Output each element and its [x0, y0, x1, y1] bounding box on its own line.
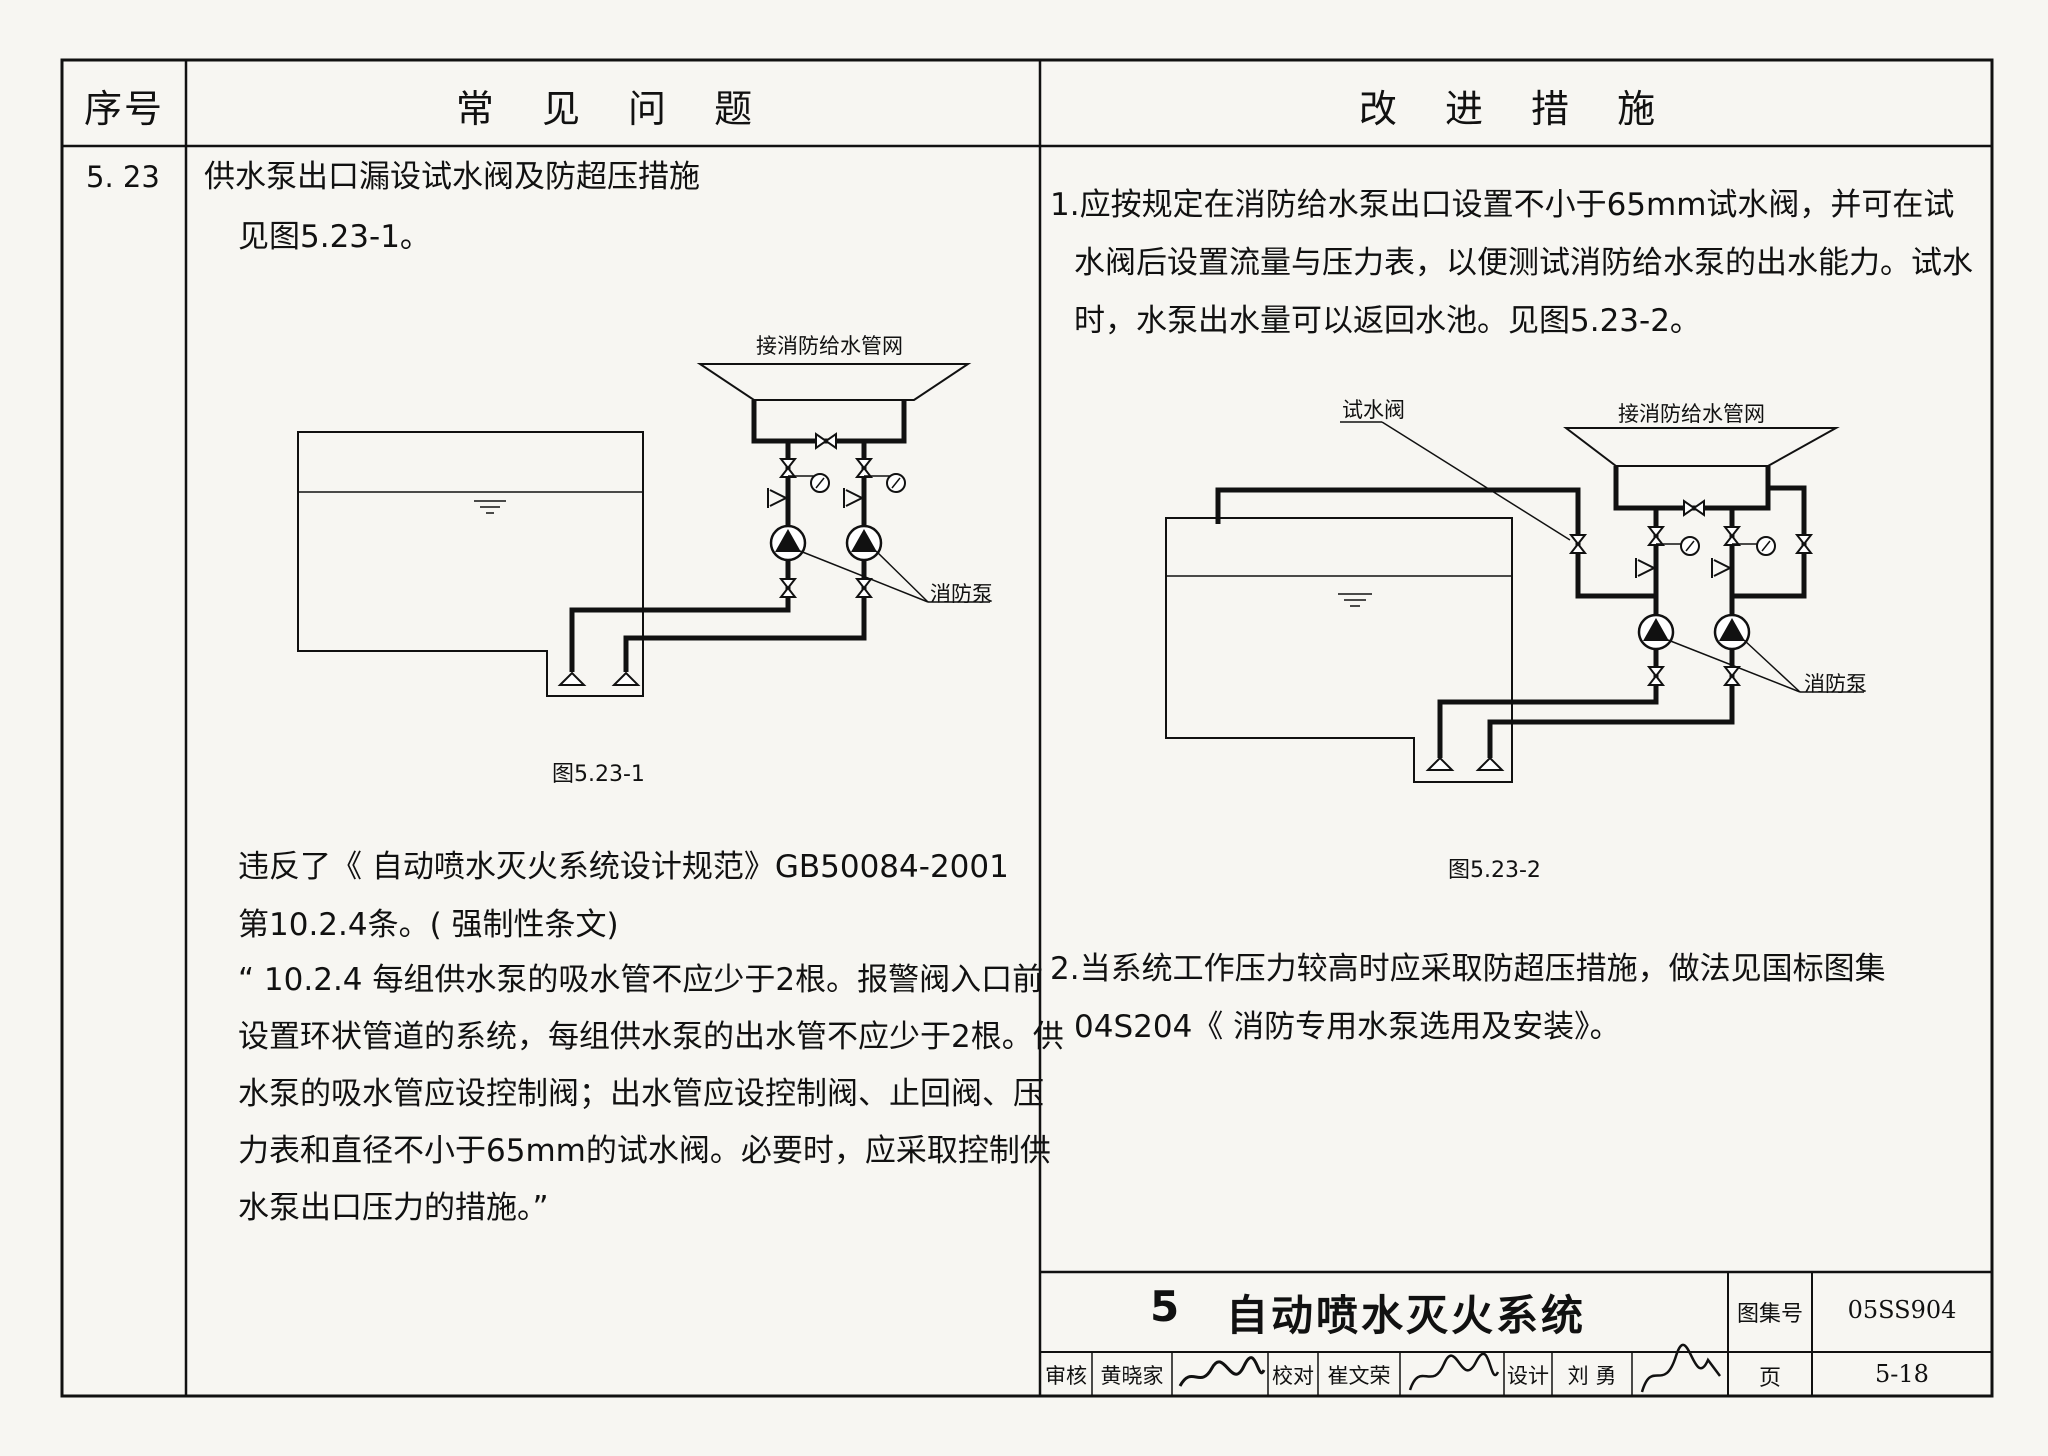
improve-2-text: 2.当系统工作压力较高时应采取防超压措施，做法见国标图集 04S204《 消防专…	[1050, 940, 1886, 1056]
fig1-caption: 图5.23-1	[552, 762, 645, 787]
improve-1-line: 1.应按规定在消防给水泵出口设置不小于65mm试水阀，并可在试	[1050, 187, 1955, 223]
review-label: 审核	[1045, 1364, 1087, 1388]
fig2-network-label: 接消防给水管网	[1618, 402, 1765, 426]
improve-1-line: 时，水泵出水量可以返回水池。见图5.23-2。	[1074, 303, 1701, 339]
quote-line: 力表和直径不小于65mm的试水阀。必要时，应采取控制供	[238, 1133, 1051, 1169]
check-name: 崔文荣	[1327, 1364, 1391, 1388]
atlas-no: 05SS904	[1847, 1296, 1957, 1324]
fig2-test-valve-label: 试水阀	[1342, 398, 1405, 422]
improve-2-line: 04S204《 消防专用水泵选用及安装》。	[1074, 1009, 1621, 1045]
header-improve: 改 进 措 施	[1358, 87, 1674, 131]
violation-line: 第10.2.4条。( 强制性条文)	[238, 907, 619, 943]
design-name: 刘 勇	[1567, 1364, 1617, 1388]
check-label: 校对	[1272, 1364, 1314, 1388]
design-label: 设计	[1507, 1364, 1549, 1388]
violation-text: 违反了《 自动喷水灭火系统设计规范》GB50084-2001 第10.2.4条。…	[238, 838, 1009, 954]
fig1-pump-label: 消防泵	[930, 582, 993, 606]
quote-text: “ 10.2.4 每组供水泵的吸水管不应少于2根。报警阀入口前 设置环状管道的系…	[238, 952, 1064, 1237]
problem-figure-ref: 见图5.23-1。	[238, 219, 431, 255]
improve-1-line: 水阀后设置流量与压力表，以便测试消防给水泵的出水能力。试水	[1074, 245, 1973, 281]
review-name: 黄晓家	[1100, 1364, 1164, 1388]
header-problem: 常 见 问 题	[455, 87, 771, 131]
quote-line: 水泵的吸水管应设控制阀；出水管应设控制阀、止回阀、压	[238, 1076, 1044, 1112]
fig2-pump-label: 消防泵	[1804, 672, 1867, 696]
fig2-caption: 图5.23-2	[1448, 858, 1541, 883]
quote-line: “ 10.2.4 每组供水泵的吸水管不应少于2根。报警阀入口前	[238, 962, 1044, 998]
page-label: 页	[1758, 1366, 1781, 1391]
improve-2-line: 2.当系统工作压力较高时应采取防超压措施，做法见国标图集	[1050, 951, 1886, 987]
improve-1-text: 1.应按规定在消防给水泵出口设置不小于65mm试水阀，并可在试 水阀后设置流量与…	[1050, 176, 1973, 350]
atlas-no-label: 图集号	[1736, 1302, 1803, 1327]
row-number: 5. 23	[86, 160, 160, 194]
chapter-number: 5	[1150, 1282, 1180, 1331]
page-number: 5-18	[1875, 1360, 1929, 1388]
header-no: 序号	[83, 87, 164, 131]
problem-title: 供水泵出口漏设试水阀及防超压措施	[204, 159, 700, 195]
chapter-title: 自动喷水灭火系统	[1226, 1291, 1587, 1340]
quote-line: 水泵出口压力的措施。”	[238, 1190, 549, 1226]
violation-line: 违反了《 自动喷水灭火系统设计规范》GB50084-2001	[238, 849, 1009, 885]
quote-line: 设置环状管道的系统，每组供水泵的出水管不应少于2根。供	[238, 1019, 1064, 1055]
fig1-network-label: 接消防给水管网	[756, 334, 903, 358]
